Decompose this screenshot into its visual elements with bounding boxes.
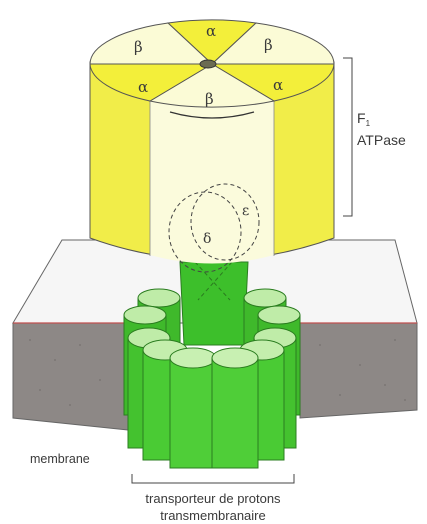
label-beta-right: β — [264, 36, 273, 54]
membrane-right-block — [300, 323, 417, 418]
label-f1-letter: F — [357, 110, 366, 126]
transporter-bracket — [132, 474, 294, 483]
label-atpase: ATPase — [357, 132, 406, 148]
label-delta: δ — [203, 231, 211, 247]
central-stalk — [180, 262, 248, 345]
label-epsilon: ε — [242, 203, 249, 219]
label-f1-subscript: 1 — [366, 119, 371, 128]
cylinder-front — [170, 348, 216, 468]
label-f1: F1 — [357, 110, 371, 128]
label-transporter-line2: transmembranaire — [160, 508, 266, 523]
label-alpha-top: α — [206, 22, 216, 40]
transporter-ring-front — [128, 328, 296, 468]
cylinder-front — [212, 348, 258, 468]
label-beta-center: β — [205, 90, 214, 108]
label-beta-left: β — [134, 38, 143, 56]
label-alpha-left: α — [138, 78, 148, 96]
label-alpha-right: α — [273, 76, 283, 94]
central-axle — [200, 60, 216, 68]
label-membrane: membrane — [30, 452, 90, 466]
label-transporter-line1: transporteur de protons — [145, 491, 281, 506]
f1-bracket — [343, 58, 352, 216]
